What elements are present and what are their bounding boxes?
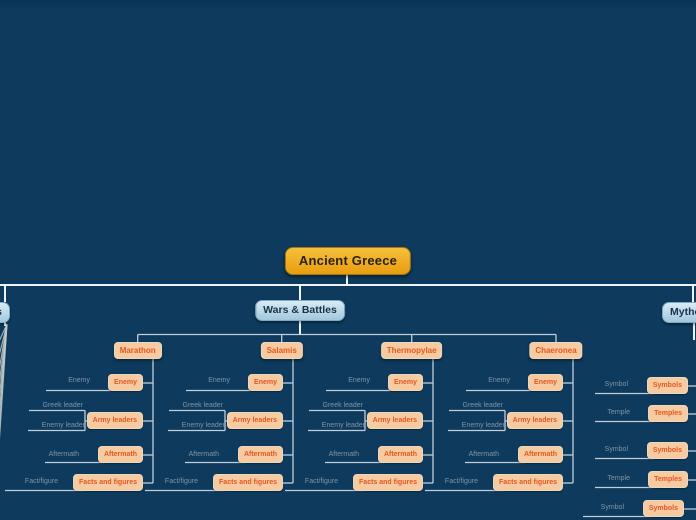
label-symbol[interactable]: Symbol xyxy=(600,504,624,511)
label-fact-figure[interactable]: Fact/figure xyxy=(164,478,198,485)
thermopylae-subtree-lines xyxy=(285,357,434,492)
tag-temples[interactable]: Temples xyxy=(648,471,688,488)
label-temple[interactable]: Temple xyxy=(607,475,630,482)
label-greek-leader[interactable]: Greek leader xyxy=(322,402,363,409)
tag-aftermath[interactable]: Aftermath xyxy=(377,446,423,463)
label-aftermath[interactable]: Aftermath xyxy=(48,451,79,458)
tag-symbols[interactable]: Symbols xyxy=(646,442,688,459)
branch-topic-wars-battles[interactable]: Wars & Battles xyxy=(255,300,345,321)
label-enemy-leader[interactable]: Enemy leader xyxy=(321,422,365,429)
tag-facts-and-figures[interactable]: Facts and figures xyxy=(213,474,283,491)
left-branch-fan-lines xyxy=(0,323,8,440)
label-symbol[interactable]: Symbol xyxy=(604,446,628,453)
tag-aftermath[interactable]: Aftermath xyxy=(237,446,283,463)
label-aftermath[interactable]: Aftermath xyxy=(468,451,499,458)
branch-topic-left-partial[interactable]: s xyxy=(0,302,10,323)
label-greek-leader[interactable]: Greek leader xyxy=(182,402,223,409)
tag-temples[interactable]: Temples xyxy=(648,405,688,422)
tag-aftermath[interactable]: Aftermath xyxy=(517,446,563,463)
label-enemy-leader[interactable]: Enemy leader xyxy=(181,422,225,429)
label-fact-figure[interactable]: Fact/figure xyxy=(24,478,58,485)
battle-topic-marathon[interactable]: Marathon xyxy=(113,342,162,359)
tag-facts-and-figures[interactable]: Facts and figures xyxy=(73,474,143,491)
tag-enemy[interactable]: Enemy xyxy=(248,374,283,391)
label-enemy[interactable]: Enemy xyxy=(348,377,370,384)
battles-branch-lines xyxy=(137,333,557,343)
tag-aftermath[interactable]: Aftermath xyxy=(97,446,143,463)
battle-topic-salamis[interactable]: Salamis xyxy=(260,342,303,359)
tag-facts-and-figures[interactable]: Facts and figures xyxy=(493,474,563,491)
label-fact-figure[interactable]: Fact/figure xyxy=(304,478,338,485)
branch-topic-mythology[interactable]: Mythology xyxy=(662,302,696,323)
label-enemy-leader[interactable]: Enemy leader xyxy=(41,422,85,429)
tag-symbols[interactable]: Symbols xyxy=(642,500,684,517)
tag-army-leaders[interactable]: Army leaders xyxy=(226,412,283,429)
tag-facts-and-figures[interactable]: Facts and figures xyxy=(353,474,423,491)
right-panel-lines xyxy=(583,385,696,518)
label-enemy[interactable]: Enemy xyxy=(68,377,90,384)
label-greek-leader[interactable]: Greek leader xyxy=(42,402,83,409)
tag-enemy[interactable]: Enemy xyxy=(108,374,143,391)
label-enemy-leader[interactable]: Enemy leader xyxy=(461,422,505,429)
label-greek-leader[interactable]: Greek leader xyxy=(462,402,503,409)
label-temple[interactable]: Temple xyxy=(607,409,630,416)
tag-army-leaders[interactable]: Army leaders xyxy=(366,412,423,429)
main-rail-lines xyxy=(0,274,696,340)
tag-enemy[interactable]: Enemy xyxy=(528,374,563,391)
label-fact-figure[interactable]: Fact/figure xyxy=(444,478,478,485)
label-enemy[interactable]: Enemy xyxy=(208,377,230,384)
root-topic-ancient-greece[interactable]: Ancient Greece xyxy=(284,247,412,275)
label-aftermath[interactable]: Aftermath xyxy=(188,451,219,458)
salamis-subtree-lines xyxy=(145,357,294,492)
label-aftermath[interactable]: Aftermath xyxy=(328,451,359,458)
tag-enemy[interactable]: Enemy xyxy=(388,374,423,391)
tag-army-leaders[interactable]: Army leaders xyxy=(506,412,563,429)
marathon-subtree-lines xyxy=(5,357,154,492)
label-symbol[interactable]: Symbol xyxy=(604,381,628,388)
tag-army-leaders[interactable]: Army leaders xyxy=(86,412,143,429)
tag-symbols[interactable]: Symbols xyxy=(646,377,688,394)
battle-topic-thermopylae[interactable]: Thermopylae xyxy=(380,342,443,359)
label-enemy[interactable]: Enemy xyxy=(488,377,510,384)
battle-topic-chaeronea[interactable]: Chaeronea xyxy=(529,342,583,359)
